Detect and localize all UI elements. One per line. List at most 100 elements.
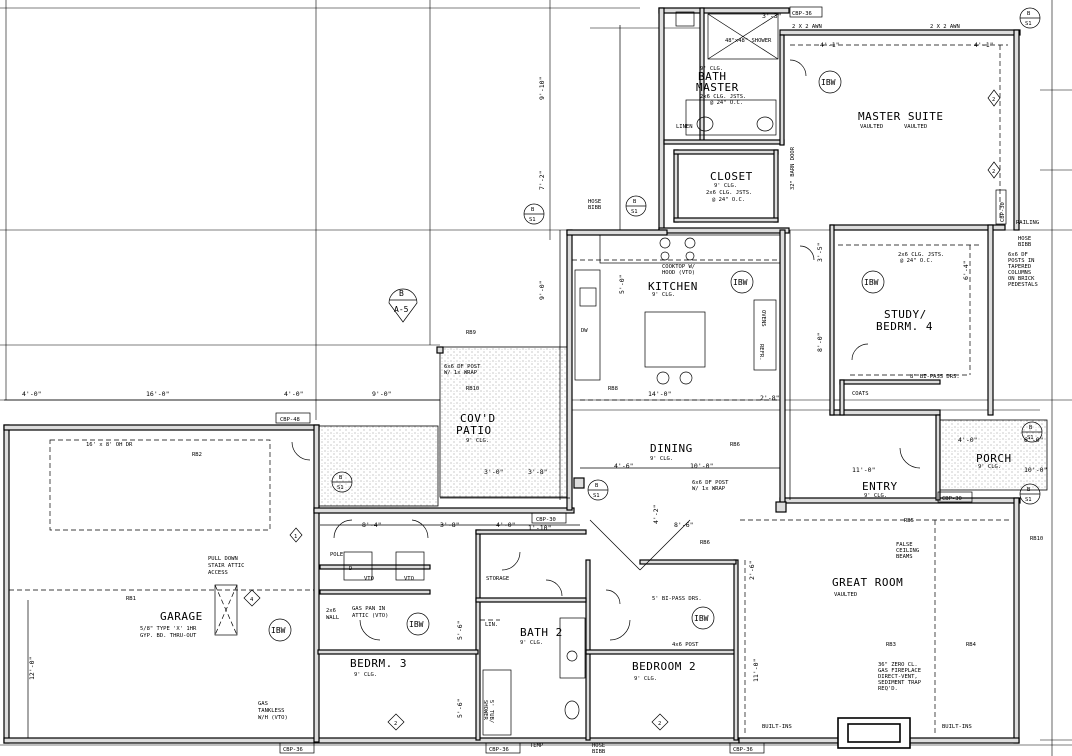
svg-text:4'-2": 4'-2": [652, 504, 660, 524]
svg-text:HOSE: HOSE: [1018, 236, 1031, 242]
storage-label: STORAGE: [486, 576, 509, 582]
svg-text:5'-6": 5'-6": [456, 620, 464, 640]
svg-text:IBW: IBW: [409, 620, 424, 629]
interior-walls: [317, 7, 941, 741]
svg-text:HOSE: HOSE: [588, 199, 601, 205]
garage-apron: [317, 425, 439, 507]
svg-text:REQ'D.: REQ'D.: [878, 686, 898, 692]
master-suite-label: MASTER SUITE: [858, 110, 943, 123]
svg-text:36" ZERO CL.: 36" ZERO CL.: [878, 662, 918, 668]
svg-text:4'-0": 4'-0": [22, 390, 42, 398]
svg-text:W/ 1x WRAP: W/ 1x WRAP: [444, 370, 478, 376]
svg-text:IBW: IBW: [694, 614, 709, 623]
svg-text:RB1: RB1: [126, 596, 136, 602]
window-tags: 2 2 2 2 1 4: [243, 89, 1001, 731]
svg-text:RB6: RB6: [730, 442, 740, 448]
closet-label: CLOSET: [710, 170, 753, 183]
svg-text:4'-6": 4'-6": [614, 462, 634, 470]
svg-text:2x6: 2x6: [326, 608, 336, 614]
svg-text:GYP. BD. THRU-OUT: GYP. BD. THRU-OUT: [140, 633, 197, 639]
section-marker-a5: B A-5: [388, 288, 418, 323]
patio-label-2: PATIO: [456, 424, 492, 437]
svg-text:RB6: RB6: [700, 540, 710, 546]
svg-text:9'-0": 9'-0": [372, 390, 392, 398]
svg-text:RB10: RB10: [466, 386, 479, 392]
section-marker-s1: BS1: [331, 471, 353, 493]
svg-text:IBW: IBW: [733, 278, 748, 287]
svg-text:2 X 2 AWN: 2 X 2 AWN: [930, 24, 960, 30]
shower-label: 48"x48" SHOWER: [725, 38, 772, 44]
bedroom2-label: BEDROOM 2: [632, 660, 696, 673]
svg-text:B: B: [1029, 425, 1033, 431]
svg-text:COLUMNS: COLUMNS: [1008, 270, 1031, 276]
svg-text:BUILT-INS: BUILT-INS: [762, 724, 792, 730]
svg-text:9' CLG.: 9' CLG.: [864, 493, 887, 499]
svg-text:12'-0": 12'-0": [28, 657, 36, 680]
svg-text:B: B: [633, 199, 637, 205]
svg-text:11'-0": 11'-0": [852, 466, 875, 474]
svg-text:S1: S1: [631, 209, 638, 215]
exterior-walls: [3, 7, 1021, 749]
svg-text:S1: S1: [1025, 21, 1032, 27]
covered-patio-slab: [439, 346, 571, 498]
svg-text:14'-0": 14'-0": [648, 390, 671, 398]
svg-text:S1: S1: [1025, 497, 1032, 503]
section-marker-s1: BS1: [587, 479, 609, 501]
svg-text:S1: S1: [1027, 435, 1034, 441]
svg-text:2'-6": 2'-6": [748, 560, 756, 580]
svg-text:B: B: [1027, 11, 1031, 17]
section-markers: BS1 BS1 BS1 BS1 BS1 BS1 BS1 B: [331, 7, 1043, 505]
svg-text:5'-0": 5'-0": [618, 274, 626, 294]
svg-text:2 X 2 AWN: 2 X 2 AWN: [792, 24, 822, 30]
svg-text:RB4: RB4: [966, 642, 977, 648]
svg-text:8'-6": 8'-6": [674, 521, 694, 529]
svg-text:9' CLG.: 9' CLG.: [520, 640, 543, 646]
svg-text:6x6 DF: 6x6 DF: [1008, 252, 1028, 258]
study-label-1: STUDY/: [884, 308, 927, 321]
svg-text:PEDESTALS: PEDESTALS: [1008, 282, 1038, 288]
garage-details: [9, 439, 425, 636]
svg-text:5' BI-PASS DRS.: 5' BI-PASS DRS.: [652, 596, 702, 602]
section-marker-s1: B S1: [625, 195, 647, 217]
svg-text:4: 4: [250, 597, 254, 603]
svg-text:TAPERED: TAPERED: [1008, 264, 1031, 270]
svg-text:2x6 CLG. JSTS.: 2x6 CLG. JSTS.: [898, 252, 944, 258]
svg-text:VAULTED: VAULTED: [834, 592, 857, 598]
svg-text:POSTS IN: POSTS IN: [1008, 258, 1035, 264]
section-marker-s1: BS1: [1019, 483, 1041, 505]
svg-text:POLE: POLE: [330, 552, 343, 558]
svg-text:RAILING: RAILING: [1016, 220, 1039, 226]
bath-master-label-2: MASTER: [696, 81, 739, 94]
svg-text:5'-6": 5'-6": [456, 698, 464, 718]
kitchen-label: KITCHEN: [648, 280, 698, 293]
svg-text:2: 2: [394, 721, 397, 727]
svg-text:9' CLG.: 9' CLG.: [978, 464, 1001, 470]
svg-text:VTO: VTO: [404, 576, 414, 582]
svg-text:RB10: RB10: [1030, 536, 1043, 542]
svg-text:BIBB: BIBB: [588, 205, 602, 211]
svg-text:16'-0": 16'-0": [146, 390, 169, 398]
svg-text:W/H (VTO): W/H (VTO): [258, 715, 288, 721]
bedrm3-label: BEDRM. 3: [350, 657, 407, 670]
linen-label: LINEN: [676, 124, 693, 130]
svg-text:4'-0": 4'-0": [496, 521, 516, 529]
svg-text:D: D: [349, 566, 352, 572]
bath2-label: BATH 2: [520, 626, 563, 639]
porch-label: PORCH: [976, 452, 1012, 465]
svg-text:SHOWER: SHOWER: [482, 700, 488, 721]
svg-text:B: B: [339, 475, 343, 481]
svg-text:@ 24" O.C.: @ 24" O.C.: [900, 258, 933, 264]
svg-text:IBW: IBW: [821, 78, 836, 87]
svg-text:2x6 CLG. JSTS.: 2x6 CLG. JSTS.: [706, 190, 752, 196]
svg-text:HOSE: HOSE: [592, 743, 605, 749]
svg-text:FALSE: FALSE: [896, 542, 913, 548]
svg-text:2: 2: [658, 721, 661, 727]
cbp-tags: CBP-36 CBP-48 CBP-30 CBP-30 CBP-30 CBP-3…: [275, 6, 1007, 754]
svg-text:4'-0": 4'-0": [958, 436, 978, 444]
svg-text:VTO: VTO: [364, 576, 374, 582]
svg-text:RB5: RB5: [904, 518, 914, 524]
svg-text:5/8" TYPE 'X' 1HR: 5/8" TYPE 'X' 1HR: [140, 626, 197, 632]
svg-text:8'-0": 8'-0": [816, 332, 824, 352]
svg-text:9' CLG.: 9' CLG.: [466, 438, 489, 444]
